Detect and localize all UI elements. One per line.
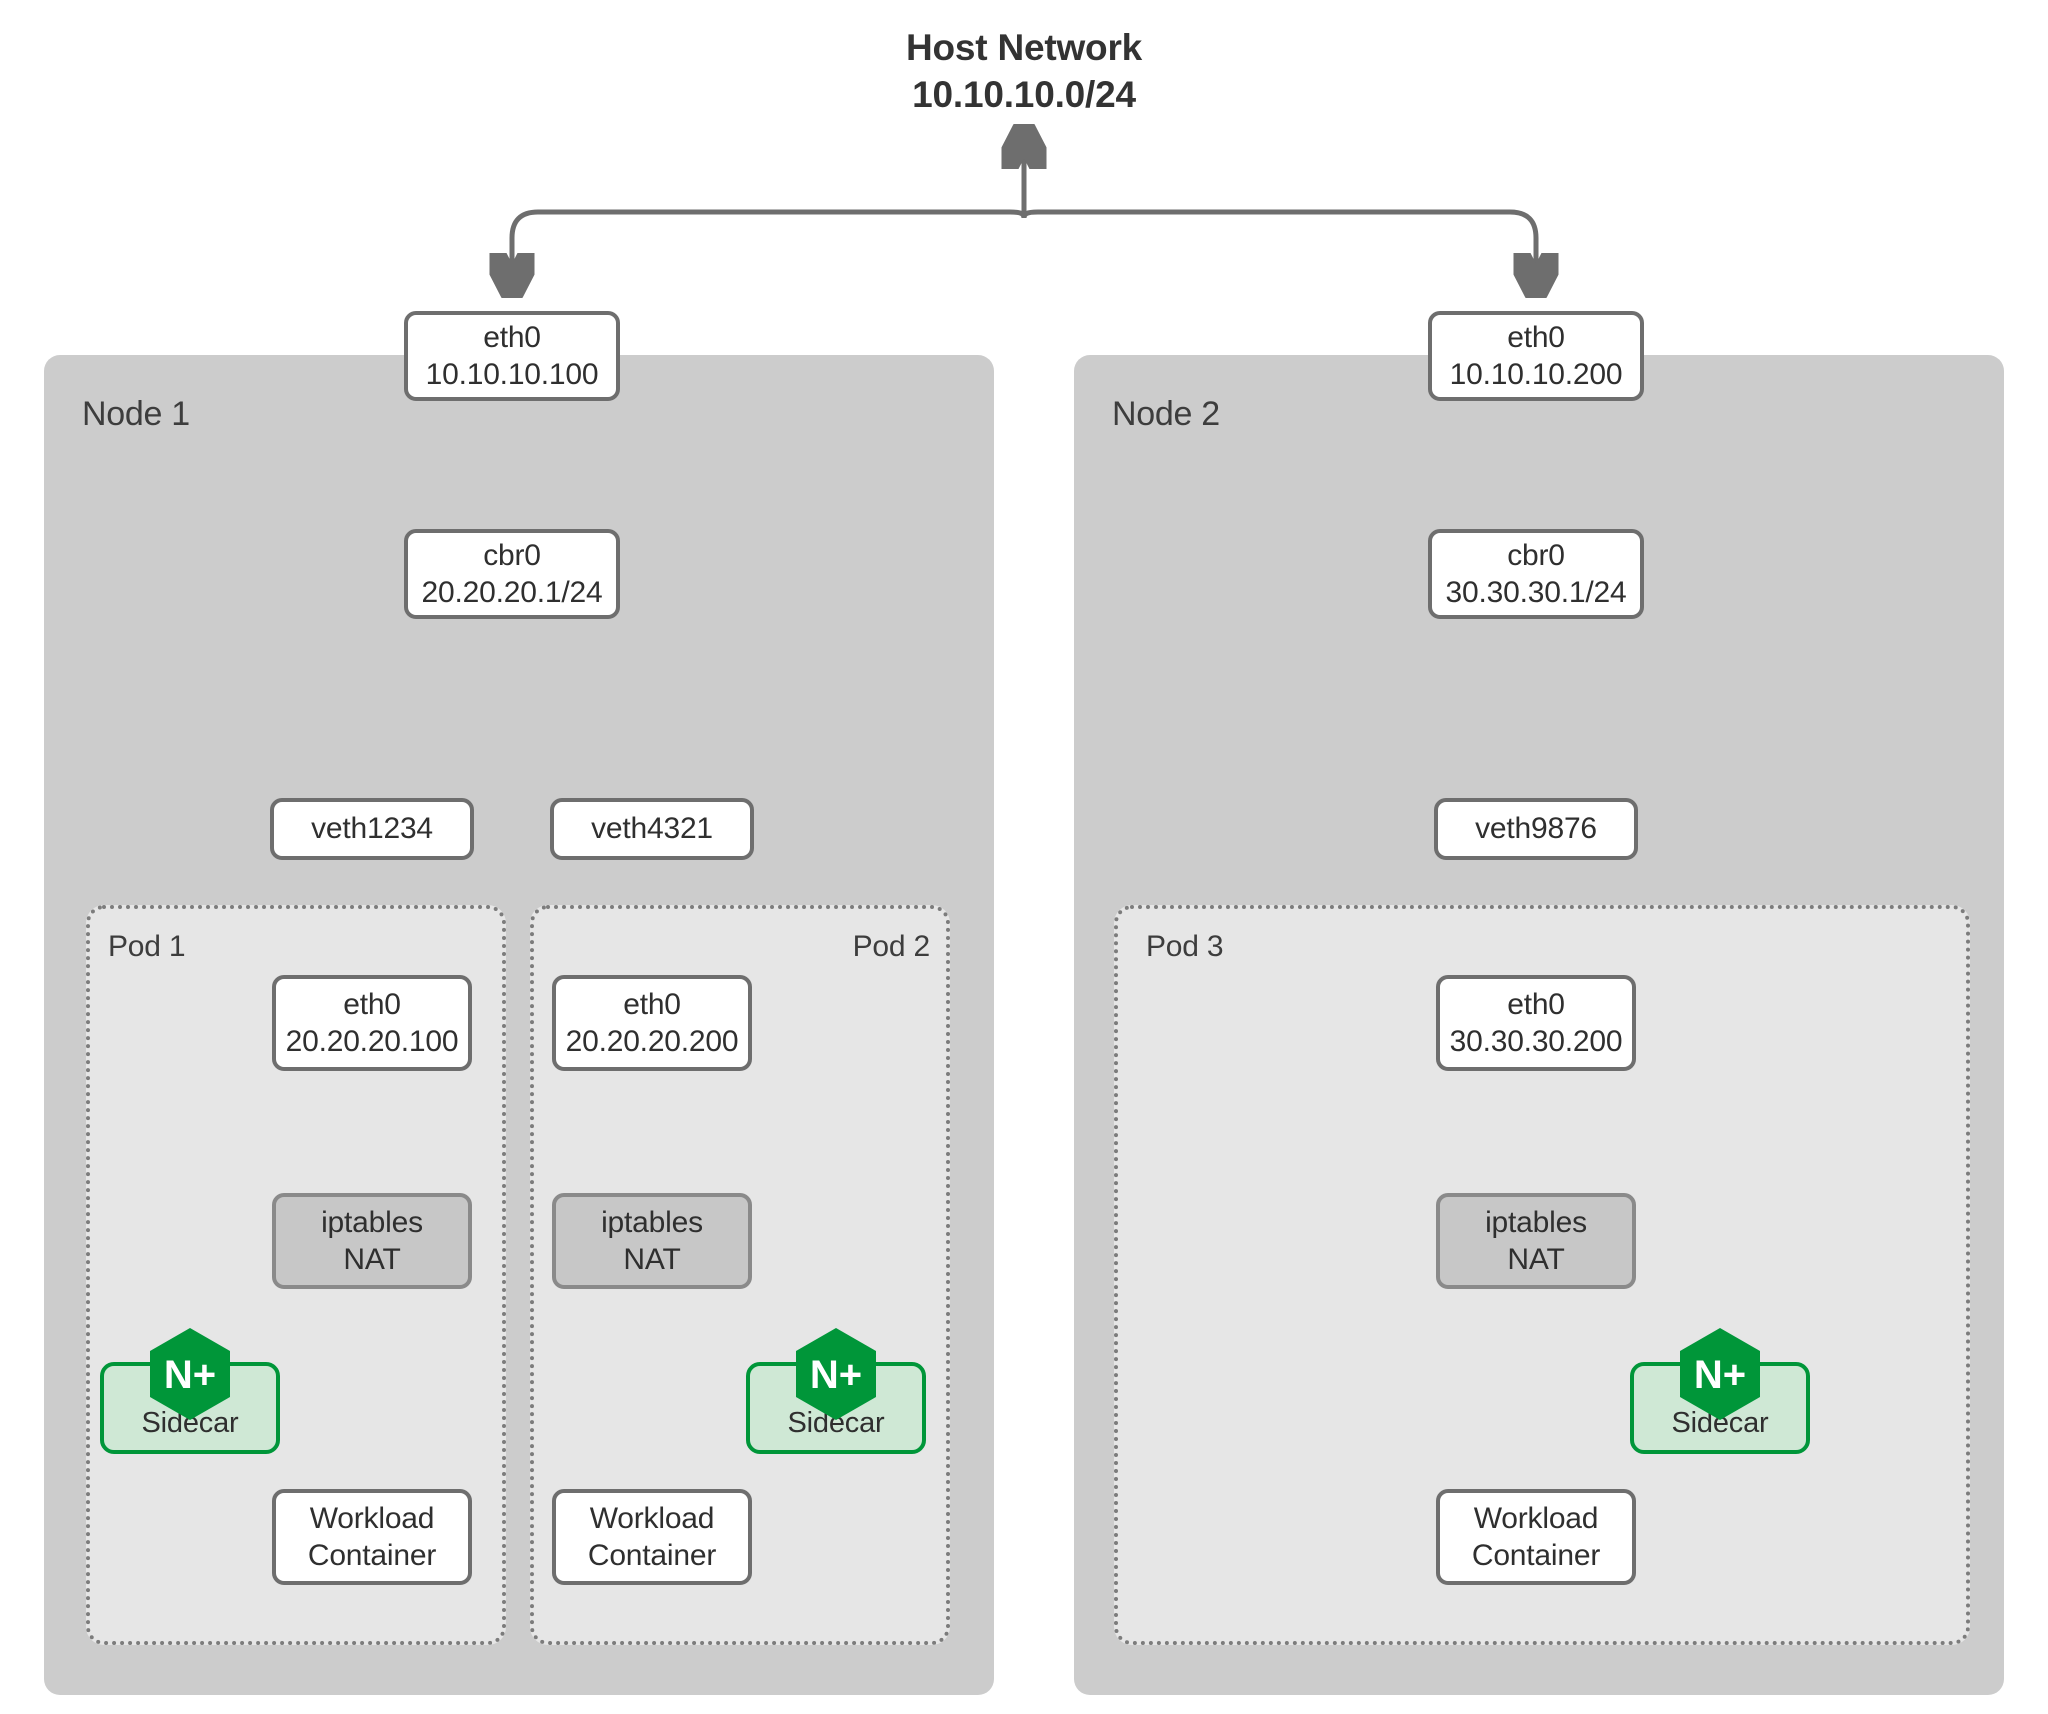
node-2-eth0-box[interactable]: eth0 10.10.10.200 bbox=[1428, 311, 1644, 401]
pod-2-workload-line2: Container bbox=[587, 1538, 717, 1572]
pod-1-nat-line1: iptables bbox=[321, 1206, 423, 1240]
node-1-cbr0-box[interactable]: cbr0 20.20.20.1/24 bbox=[404, 529, 620, 619]
pod-3-workload-line1: Workload bbox=[1473, 1502, 1599, 1536]
veth4321-box[interactable]: veth4321 bbox=[550, 798, 754, 860]
pod-1-eth0-box[interactable]: eth0 20.20.20.100 bbox=[272, 975, 472, 1071]
node-1-cbr0-name: cbr0 bbox=[483, 539, 541, 573]
pod-3-eth0-box[interactable]: eth0 30.30.30.200 bbox=[1436, 975, 1636, 1071]
node-2-eth0-ip: 10.10.10.200 bbox=[1449, 357, 1623, 391]
pod-3-eth0-ip: 30.30.30.200 bbox=[1449, 1024, 1623, 1058]
pod-1-nginx-plus-icon: N+ bbox=[147, 1326, 233, 1422]
pod-2-nginx-plus-icon: N+ bbox=[793, 1326, 879, 1422]
pod-2-workload-container-box[interactable]: Workload Container bbox=[552, 1489, 752, 1585]
node-1-cbr0-ip: 20.20.20.1/24 bbox=[421, 575, 603, 609]
pod-2-eth0-box[interactable]: eth0 20.20.20.200 bbox=[552, 975, 752, 1071]
pod-3-nat-line2: NAT bbox=[1507, 1242, 1565, 1276]
pod-2-iptables-nat-box[interactable]: iptables NAT bbox=[552, 1193, 752, 1289]
pod-1-iptables-nat-box[interactable]: iptables NAT bbox=[272, 1193, 472, 1289]
pod-1-eth0-ip: 20.20.20.100 bbox=[285, 1024, 459, 1058]
pod-1-label: Pod 1 bbox=[108, 930, 186, 963]
pod-2-nat-line1: iptables bbox=[601, 1206, 703, 1240]
pod-2-workload-line1: Workload bbox=[589, 1502, 715, 1536]
veth1234-box[interactable]: veth1234 bbox=[270, 798, 474, 860]
pod-3-workload-container-box[interactable]: Workload Container bbox=[1436, 1489, 1636, 1585]
pod-2-eth0-ip: 20.20.20.200 bbox=[565, 1024, 739, 1058]
node-1-eth0-name: eth0 bbox=[483, 321, 541, 355]
node-2-label: Node 2 bbox=[1112, 395, 1220, 433]
pod-3-eth0-name: eth0 bbox=[1507, 988, 1565, 1022]
pod-1-workload-line2: Container bbox=[307, 1538, 437, 1572]
veth9876-label: veth9876 bbox=[1475, 812, 1597, 846]
pod-3-nginx-plus-icon: N+ bbox=[1677, 1326, 1763, 1422]
node-1-eth0-box[interactable]: eth0 10.10.10.100 bbox=[404, 311, 620, 401]
pod-1-workload-container-box[interactable]: Workload Container bbox=[272, 1489, 472, 1585]
veth9876-box[interactable]: veth9876 bbox=[1434, 798, 1638, 860]
svg-text:N+: N+ bbox=[164, 1353, 216, 1397]
veth4321-label: veth4321 bbox=[591, 812, 713, 846]
pod-3-nat-line1: iptables bbox=[1485, 1206, 1587, 1240]
node-2-cbr0-ip: 30.30.30.1/24 bbox=[1445, 575, 1627, 609]
node-2-eth0-name: eth0 bbox=[1507, 321, 1565, 355]
pod-3-workload-line2: Container bbox=[1471, 1538, 1601, 1572]
host-network-title-line2: 10.10.10.0/24 bbox=[912, 74, 1136, 116]
svg-text:N+: N+ bbox=[810, 1353, 862, 1397]
pod-1-nat-line2: NAT bbox=[343, 1242, 401, 1276]
pod-3-iptables-nat-box[interactable]: iptables NAT bbox=[1436, 1193, 1636, 1289]
host-network-title: Host Network 10.10.10.0/24 bbox=[0, 24, 2048, 119]
node-2-cbr0-box[interactable]: cbr0 30.30.30.1/24 bbox=[1428, 529, 1644, 619]
pod-1-eth0-name: eth0 bbox=[343, 988, 401, 1022]
pod-2-nat-line2: NAT bbox=[623, 1242, 681, 1276]
pod-1-workload-line1: Workload bbox=[309, 1502, 435, 1536]
pod-3-label: Pod 3 bbox=[1146, 930, 1224, 963]
node-1-eth0-ip: 10.10.10.100 bbox=[425, 357, 599, 391]
veth1234-label: veth1234 bbox=[311, 812, 433, 846]
node-1-label: Node 1 bbox=[82, 395, 190, 433]
host-network-title-line1: Host Network bbox=[905, 27, 1143, 68]
svg-text:N+: N+ bbox=[1694, 1353, 1746, 1397]
pod-2-label: Pod 2 bbox=[852, 930, 931, 963]
pod-2-eth0-name: eth0 bbox=[623, 988, 681, 1022]
node-2-cbr0-name: cbr0 bbox=[1507, 539, 1565, 573]
